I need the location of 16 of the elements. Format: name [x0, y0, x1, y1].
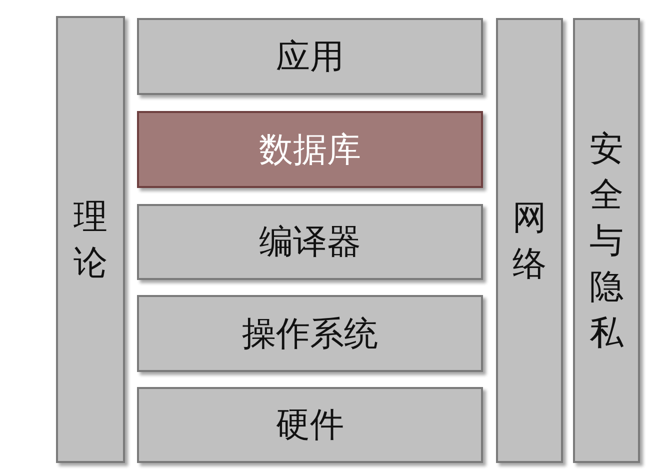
layer-label: 编译器: [259, 221, 361, 264]
layer-box: [137, 295, 483, 372]
layer-box: [137, 387, 483, 463]
layer-label: 操作系统: [242, 312, 378, 356]
layer-label: 安全与隐私: [588, 128, 624, 354]
layer-label: 硬件: [276, 404, 344, 447]
layer-box: [56, 16, 125, 463]
layer-box: [137, 111, 483, 188]
layer-label: 数据库: [259, 128, 361, 172]
layer-box: [137, 204, 483, 280]
layer-box: [137, 18, 483, 95]
layer-box: [573, 18, 640, 463]
layer-label: 理论: [72, 196, 108, 284]
layer-label: 应用: [276, 36, 344, 78]
layer-box: [496, 18, 563, 463]
layer-label: 网络: [512, 196, 548, 286]
